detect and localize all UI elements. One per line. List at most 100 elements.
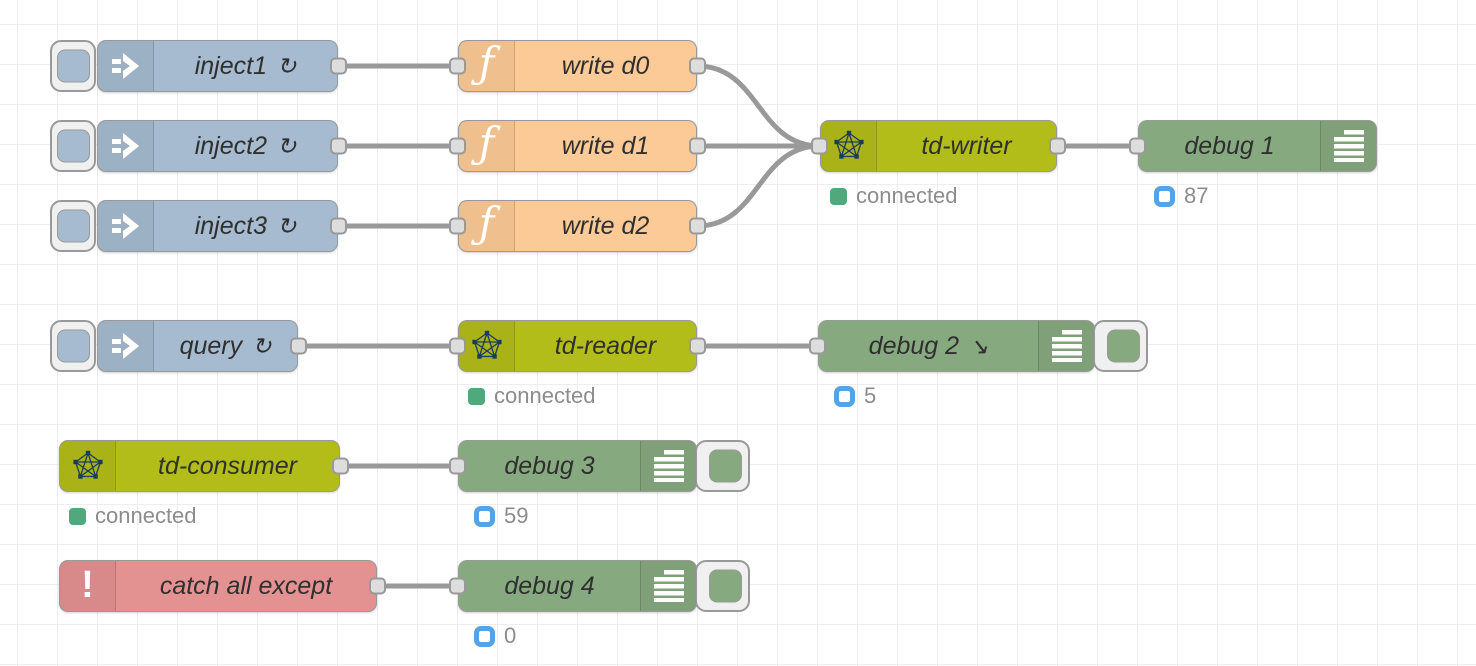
inject-trigger-button[interactable] [50,40,96,92]
node-label: write d2 [561,211,650,240]
node-label: inject3↻ [194,211,297,240]
output-port[interactable] [689,57,706,75]
node-label: debug 4 [504,571,595,600]
input-port[interactable] [449,457,466,475]
node-label: inject1↻ [194,51,297,80]
status-dot [468,387,485,405]
debug-count-badge [474,625,495,647]
debug-list-icon [640,561,696,611]
function-icon: ƒ [459,121,515,171]
node-debug4[interactable]: debug 4 [449,560,750,612]
output-port[interactable] [330,137,347,155]
input-port[interactable] [809,337,826,355]
node-status: connected [830,183,958,209]
debug-toggle-button[interactable] [1093,320,1148,372]
function-icon: ƒ [459,201,515,251]
inject-trigger-button-inner [57,129,90,163]
output-port[interactable] [369,577,386,595]
output-port[interactable] [689,337,706,355]
node-label: query↻ [179,331,272,360]
wire[interactable] [694,143,823,229]
node-query[interactable]: query↻ [50,320,307,372]
debug-count: 0 [474,623,516,649]
repeat-icon: ↻ [252,332,272,359]
inject-arrow-icon [98,201,154,251]
debug-count: 59 [474,503,528,529]
input-port[interactable] [449,217,466,235]
catch-exclamation-icon: ! [60,561,116,611]
node-inject3[interactable]: inject3↻ [50,200,347,252]
node-catch[interactable]: ! catch all except [59,560,386,612]
node-label: write d0 [561,51,650,80]
inject-trigger-button-inner [57,329,90,363]
debug-count: 87 [1154,183,1208,209]
inject-trigger-button-inner [57,49,90,83]
repeat-icon: ↻ [276,52,297,79]
node-inject2[interactable]: inject2↻ [50,120,347,172]
status-dot [830,187,847,205]
input-port[interactable] [449,577,466,595]
output-port[interactable] [689,217,706,235]
treasure-data-network-icon [60,441,116,491]
inject-trigger-button[interactable] [50,120,96,172]
node-debug3[interactable]: debug 3 [449,440,750,492]
input-port[interactable] [811,137,828,155]
node-label: debug 3 [504,451,595,480]
debug-toggle-button[interactable] [695,560,750,612]
node-status: connected [69,503,197,529]
repeat-icon: ↻ [276,132,297,159]
node-debug2[interactable]: debug 2↘ [809,320,1148,372]
node-label: debug 2↘ [868,331,989,360]
node-inject1[interactable]: inject1↻ [50,40,347,92]
output-port[interactable] [689,137,706,155]
node-status: connected [468,383,596,409]
node-write-d2[interactable]: ƒ write d2 [449,200,706,252]
debug-count: 5 [834,383,876,409]
node-td-writer[interactable]: td-writer [811,120,1066,172]
inject-trigger-button-inner [57,209,90,243]
debug-list-icon [1038,321,1094,371]
treasure-data-network-icon [821,121,877,171]
output-port[interactable] [332,457,349,475]
node-debug1[interactable]: debug 1 [1129,120,1377,172]
node-label: debug 1 [1184,131,1275,160]
inject-trigger-button[interactable] [50,200,96,252]
debug-list-icon [1320,121,1376,171]
debug-toggle-button[interactable] [695,440,750,492]
node-label: td-reader [554,331,657,360]
debug-toggle-button-inner [1107,329,1140,363]
node-label: inject2↻ [194,131,297,160]
repeat-icon: ↻ [276,212,297,239]
inject-arrow-icon [98,121,154,171]
inject-arrow-icon [98,321,154,371]
function-icon: ƒ [459,41,515,91]
input-port[interactable] [1129,137,1146,155]
node-td-reader[interactable]: td-reader [449,320,706,372]
node-label: write d1 [561,131,650,160]
inject-trigger-button[interactable] [50,320,96,372]
output-port[interactable] [330,57,347,75]
output-port[interactable] [1049,137,1066,155]
node-write-d0[interactable]: ƒ write d0 [449,40,706,92]
output-port[interactable] [330,217,347,235]
inject-arrow-icon [98,41,154,91]
node-write-d1[interactable]: ƒ write d1 [449,120,706,172]
node-label: td-consumer [158,451,297,480]
input-port[interactable] [449,137,466,155]
debug-count-badge [474,505,495,527]
treasure-data-network-icon [459,321,515,371]
wire[interactable] [694,63,823,149]
status-dot [69,507,86,525]
debug-count-badge [834,385,855,407]
debug-list-icon [640,441,696,491]
node-label: td-writer [921,131,1012,160]
debug-toggle-button-inner [709,569,742,603]
console-output-icon: ↘ [969,332,989,359]
input-port[interactable] [449,57,466,75]
node-label: catch all except [159,571,333,600]
node-td-consumer[interactable]: td-consumer [59,440,349,492]
input-port[interactable] [449,337,466,355]
output-port[interactable] [290,337,307,355]
